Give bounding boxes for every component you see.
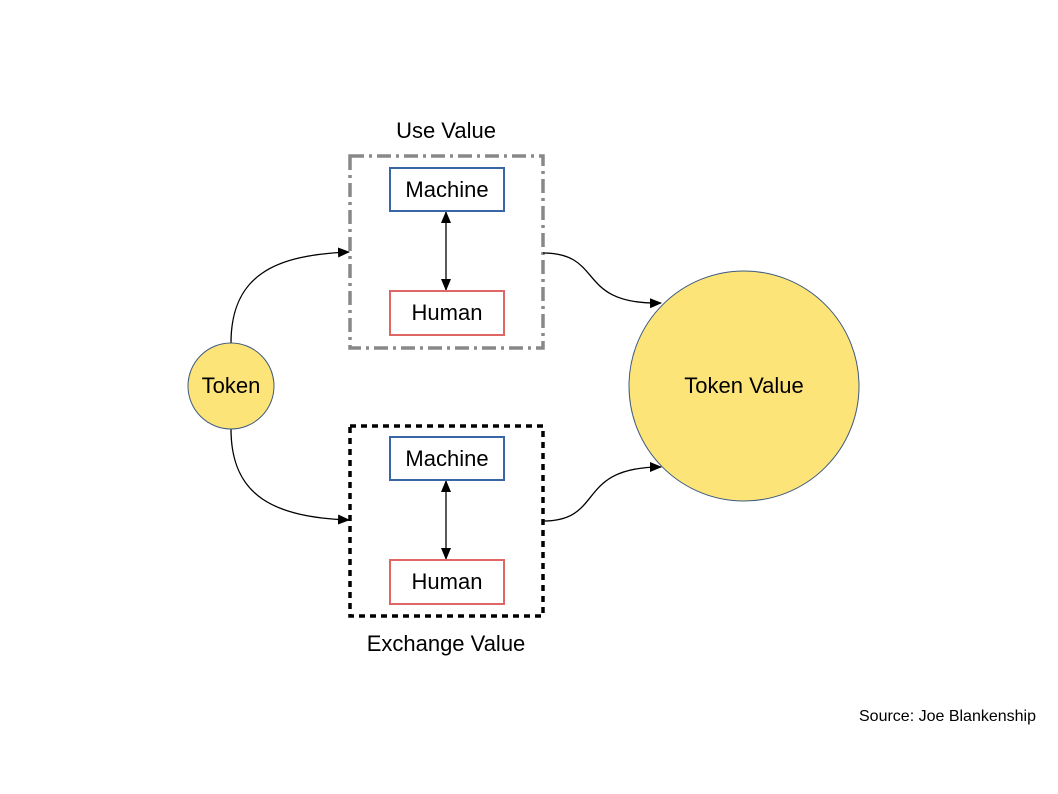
edge-token-to-exchange-value xyxy=(230,428,350,525)
edge-use-value-to-token-value xyxy=(542,252,662,309)
use-machine-box: Machine xyxy=(389,167,505,212)
token-node-circle xyxy=(187,342,275,430)
edge-token-to-use-value xyxy=(230,247,350,344)
exchange-value-title: Exchange Value xyxy=(366,631,526,656)
token-value-node-circle xyxy=(628,270,860,502)
token-node-label: Token xyxy=(201,373,261,398)
exchange-machine-box: Machine xyxy=(389,436,505,481)
source-caption: Source: Joe Blankenship xyxy=(859,708,1036,725)
use-value-title: Use Value xyxy=(396,118,496,143)
token-value-node-label: Token Value xyxy=(684,373,804,398)
use-value-group-frame xyxy=(348,154,545,350)
edge-exchange-value-to-token-value xyxy=(542,462,662,522)
exchange-human-box: Human xyxy=(389,559,505,605)
use-human-box: Human xyxy=(389,290,505,336)
